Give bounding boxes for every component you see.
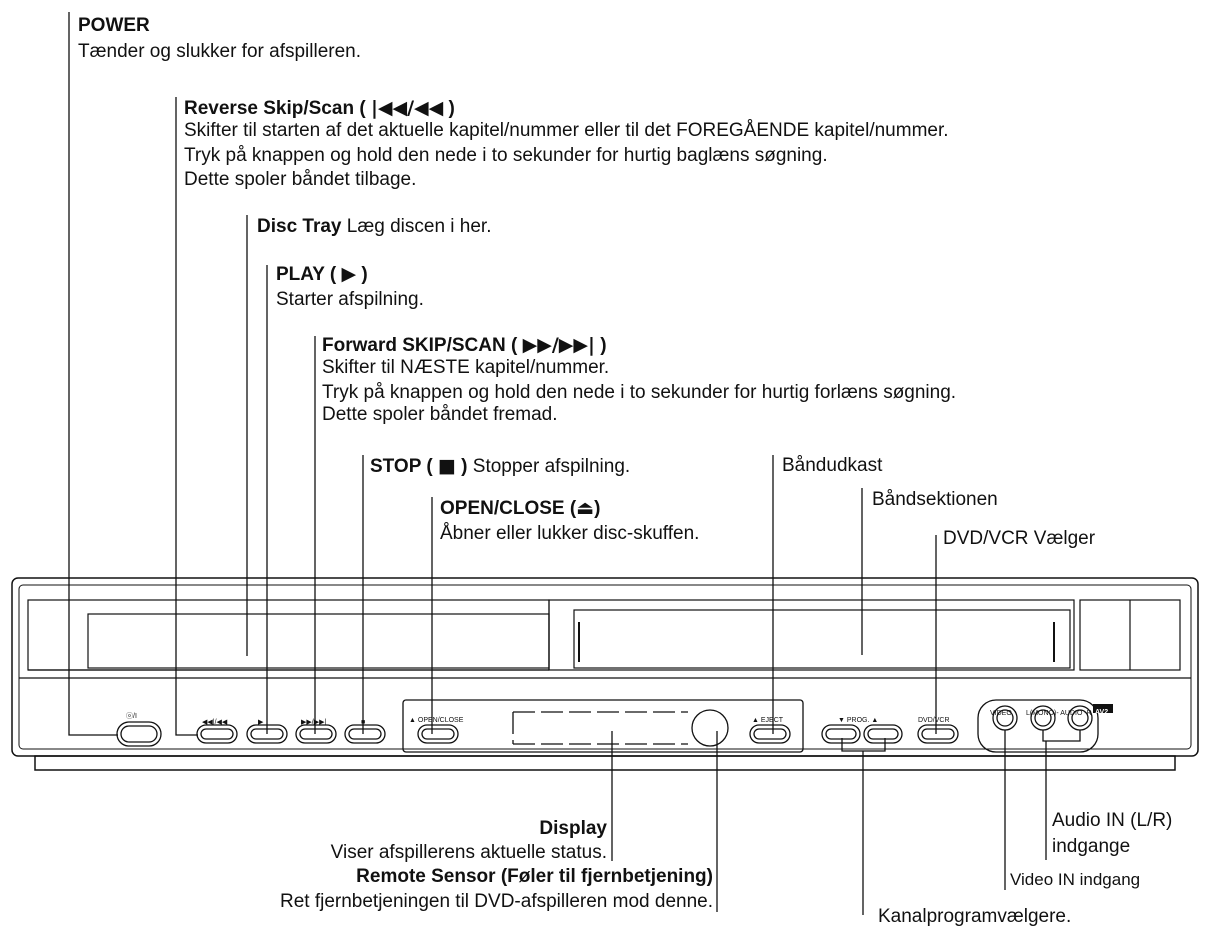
tape-section-callout: Båndsektionen — [872, 489, 998, 510]
open-close-callout-title: OPEN/CLOSE (⏏) — [440, 497, 600, 520]
leader-audio-in — [1042, 730, 1081, 860]
forward-callout-title: Forward SKIP/SCAN ( ▶▶/▶▶| ) — [322, 334, 607, 357]
leader-reverse — [175, 97, 198, 736]
av2-badge — [1093, 704, 1113, 713]
device-body — [11, 577, 1199, 771]
disc-tray-desc: Læg discen i her. — [346, 216, 492, 237]
play-title-text: PLAY ( — [276, 264, 337, 285]
stop-icon: ■ — [437, 455, 456, 477]
open-close-button[interactable] — [417, 724, 459, 744]
play-title-end: ) — [361, 264, 368, 285]
play-callout-title: PLAY ( ▶ ) — [276, 263, 368, 286]
eject-button[interactable] — [749, 724, 791, 744]
prog-down-button[interactable] — [821, 724, 861, 744]
dvd-vcr-selector-button[interactable] — [917, 724, 959, 744]
panel-label-fwd: ▶▶/▶▶| — [301, 719, 327, 726]
disc-tray-title: Disc Tray — [257, 216, 342, 237]
power-callout-desc: Tænder og slukker for afspilleren. — [78, 41, 362, 62]
tape-section — [548, 599, 1181, 671]
power-button[interactable] — [116, 721, 162, 747]
display-callout-desc: Viser afspillerens aktuelle status. — [330, 842, 607, 863]
prog-up-button[interactable] — [863, 724, 903, 744]
remote-sensor-callout-desc: Ret fjernbetjeningen til DVD-afspilleren… — [279, 891, 713, 912]
front-controls — [116, 699, 1113, 753]
av-input-panel — [977, 699, 1099, 753]
fast-forward-icon: ▶▶/▶▶| — [522, 334, 595, 356]
power-callout-title: POWER — [78, 15, 150, 36]
panel-label-audio: L(MONO)- AUDIO -R — [1026, 710, 1092, 717]
eject-callout: Båndudkast — [782, 455, 883, 476]
forward-callout-desc-1: Skifter til NÆSTE kapitel/nummer. — [322, 357, 610, 378]
leader-lines — [68, 12, 1081, 915]
display-callout-title: Display — [539, 818, 607, 839]
channel-callout: Kanalprogramvælgere. — [878, 906, 1072, 927]
display-window — [402, 699, 804, 753]
reverse-callout-desc-1: Skifter til starten af det aktuelle kapi… — [184, 120, 949, 141]
reverse-callout-title: Reverse Skip/Scan ( |◀◀/◀◀ ) — [184, 97, 455, 120]
panel-label-video: VIDEO — [990, 710, 1012, 717]
forward-callout-desc-2: Tryk på knappen og hold den nede i to se… — [322, 382, 957, 403]
leader-power — [68, 12, 118, 736]
panel-label-av: AV2 — [1095, 709, 1109, 716]
rewind-icon: |◀◀/◀◀ — [370, 97, 444, 119]
open-close-title-end: ) — [594, 498, 601, 519]
panel-label-stop: ■ — [361, 719, 366, 726]
reverse-callout-desc-3: Dette spoler båndet tilbage. — [184, 169, 417, 190]
stop-desc: Stopper afspilning. — [472, 456, 631, 477]
leader-channel — [841, 738, 886, 915]
reverse-title-text: Reverse Skip/Scan ( — [184, 98, 366, 119]
audio-in-right-jack[interactable] — [1067, 705, 1093, 731]
audio-in-callout-line2: indgange — [1052, 836, 1131, 857]
dvd-vcr-callout: DVD/VCR Vælger — [943, 528, 1096, 549]
disc-tray-callout: Disc Tray Læg discen i her. — [257, 216, 491, 238]
remote-sensor-callout-title: Remote Sensor (Føler til fjernbetjening) — [356, 866, 713, 887]
disc-tray — [27, 599, 550, 671]
stop-title-text: STOP ( — [370, 456, 433, 477]
eject-icon: ⏏ — [576, 497, 595, 519]
open-close-title-text: OPEN/CLOSE ( — [440, 498, 577, 519]
audio-in-callout-line1: Audio IN (L/R) — [1052, 810, 1173, 831]
panel-label-rev: ◀◀|/◀◀ — [202, 719, 228, 726]
stop-title-end: ) — [461, 456, 468, 477]
reverse-callout-desc-2: Tryk på knappen og hold den nede i to se… — [184, 145, 828, 166]
forward-skip-button[interactable] — [295, 724, 337, 744]
stop-button[interactable] — [344, 724, 386, 744]
reverse-skip-button[interactable] — [196, 724, 238, 744]
play-callout-desc: Starter afspilning. — [276, 289, 424, 310]
panel-label-prog: ▼ PROG. ▲ — [838, 717, 879, 724]
video-in-callout: Video IN indgang — [1010, 870, 1141, 889]
panel-label-eject: ▲ EJECT — [752, 717, 784, 724]
panel-label-open-close: ▲ OPEN/CLOSE — [409, 717, 464, 724]
forward-title-text: Forward SKIP/SCAN ( — [322, 335, 518, 356]
video-in-jack[interactable] — [992, 705, 1018, 731]
remote-sensor — [691, 709, 729, 747]
open-close-callout-desc: Åbner eller lukker disc-skuffen. — [440, 523, 700, 544]
panel-label-power: ⓞ/I — [126, 713, 137, 720]
stop-callout: STOP ( ■ ) Stopper afspilning. — [370, 455, 630, 478]
play-icon: ▶ — [341, 263, 357, 285]
forward-callout-desc-3: Dette spoler båndet fremad. — [322, 404, 558, 425]
forward-title-end: ) — [600, 335, 607, 356]
audio-in-left-jack[interactable] — [1030, 705, 1056, 731]
panel-label-play: ▶ — [258, 719, 264, 726]
panel-label-dvd-vcr: DVD/VCR — [918, 717, 950, 724]
reverse-title-end: ) — [448, 98, 455, 119]
